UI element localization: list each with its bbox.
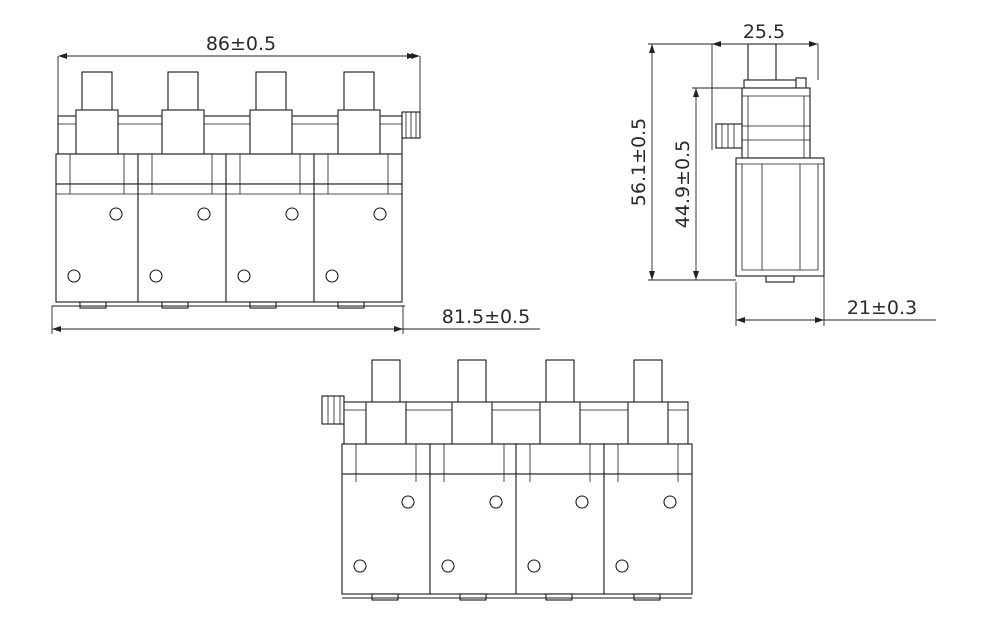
rear-coil — [603, 443, 693, 601]
front-stem — [337, 71, 381, 155]
front-stem — [161, 71, 205, 155]
dim-top-width-label: 86±0.5 — [206, 33, 276, 55]
front-stem — [75, 71, 119, 155]
front-view — [52, 71, 421, 309]
rear-coil — [341, 443, 431, 601]
dim-base-width: 81.5±0.5 — [51, 306, 540, 334]
dim-body-height: 44.9±0.5 — [672, 87, 744, 280]
rear-coil — [515, 443, 605, 601]
front-coil — [225, 153, 315, 309]
dim-total-height: 56.1±0.5 — [628, 43, 748, 281]
rear-coil — [429, 443, 519, 601]
rear-view — [321, 359, 693, 601]
front-stem — [249, 71, 293, 155]
dim-side-width-label: 25.5 — [743, 21, 785, 43]
dim-top-width: 86±0.5 — [57, 33, 421, 116]
dim-base-width-label: 81.5±0.5 — [442, 306, 530, 328]
dim-side-base: 21±0.3 — [735, 276, 936, 326]
rear-stem — [451, 359, 493, 471]
front-coil — [137, 153, 227, 309]
rear-stem — [539, 359, 581, 471]
dim-total-height-label: 56.1±0.5 — [628, 118, 650, 206]
side-view — [715, 43, 825, 283]
dim-body-height-label: 44.9±0.5 — [672, 140, 694, 228]
front-coil — [55, 153, 139, 309]
dim-side-base-label: 21±0.3 — [847, 297, 917, 319]
front-coil — [313, 153, 403, 309]
